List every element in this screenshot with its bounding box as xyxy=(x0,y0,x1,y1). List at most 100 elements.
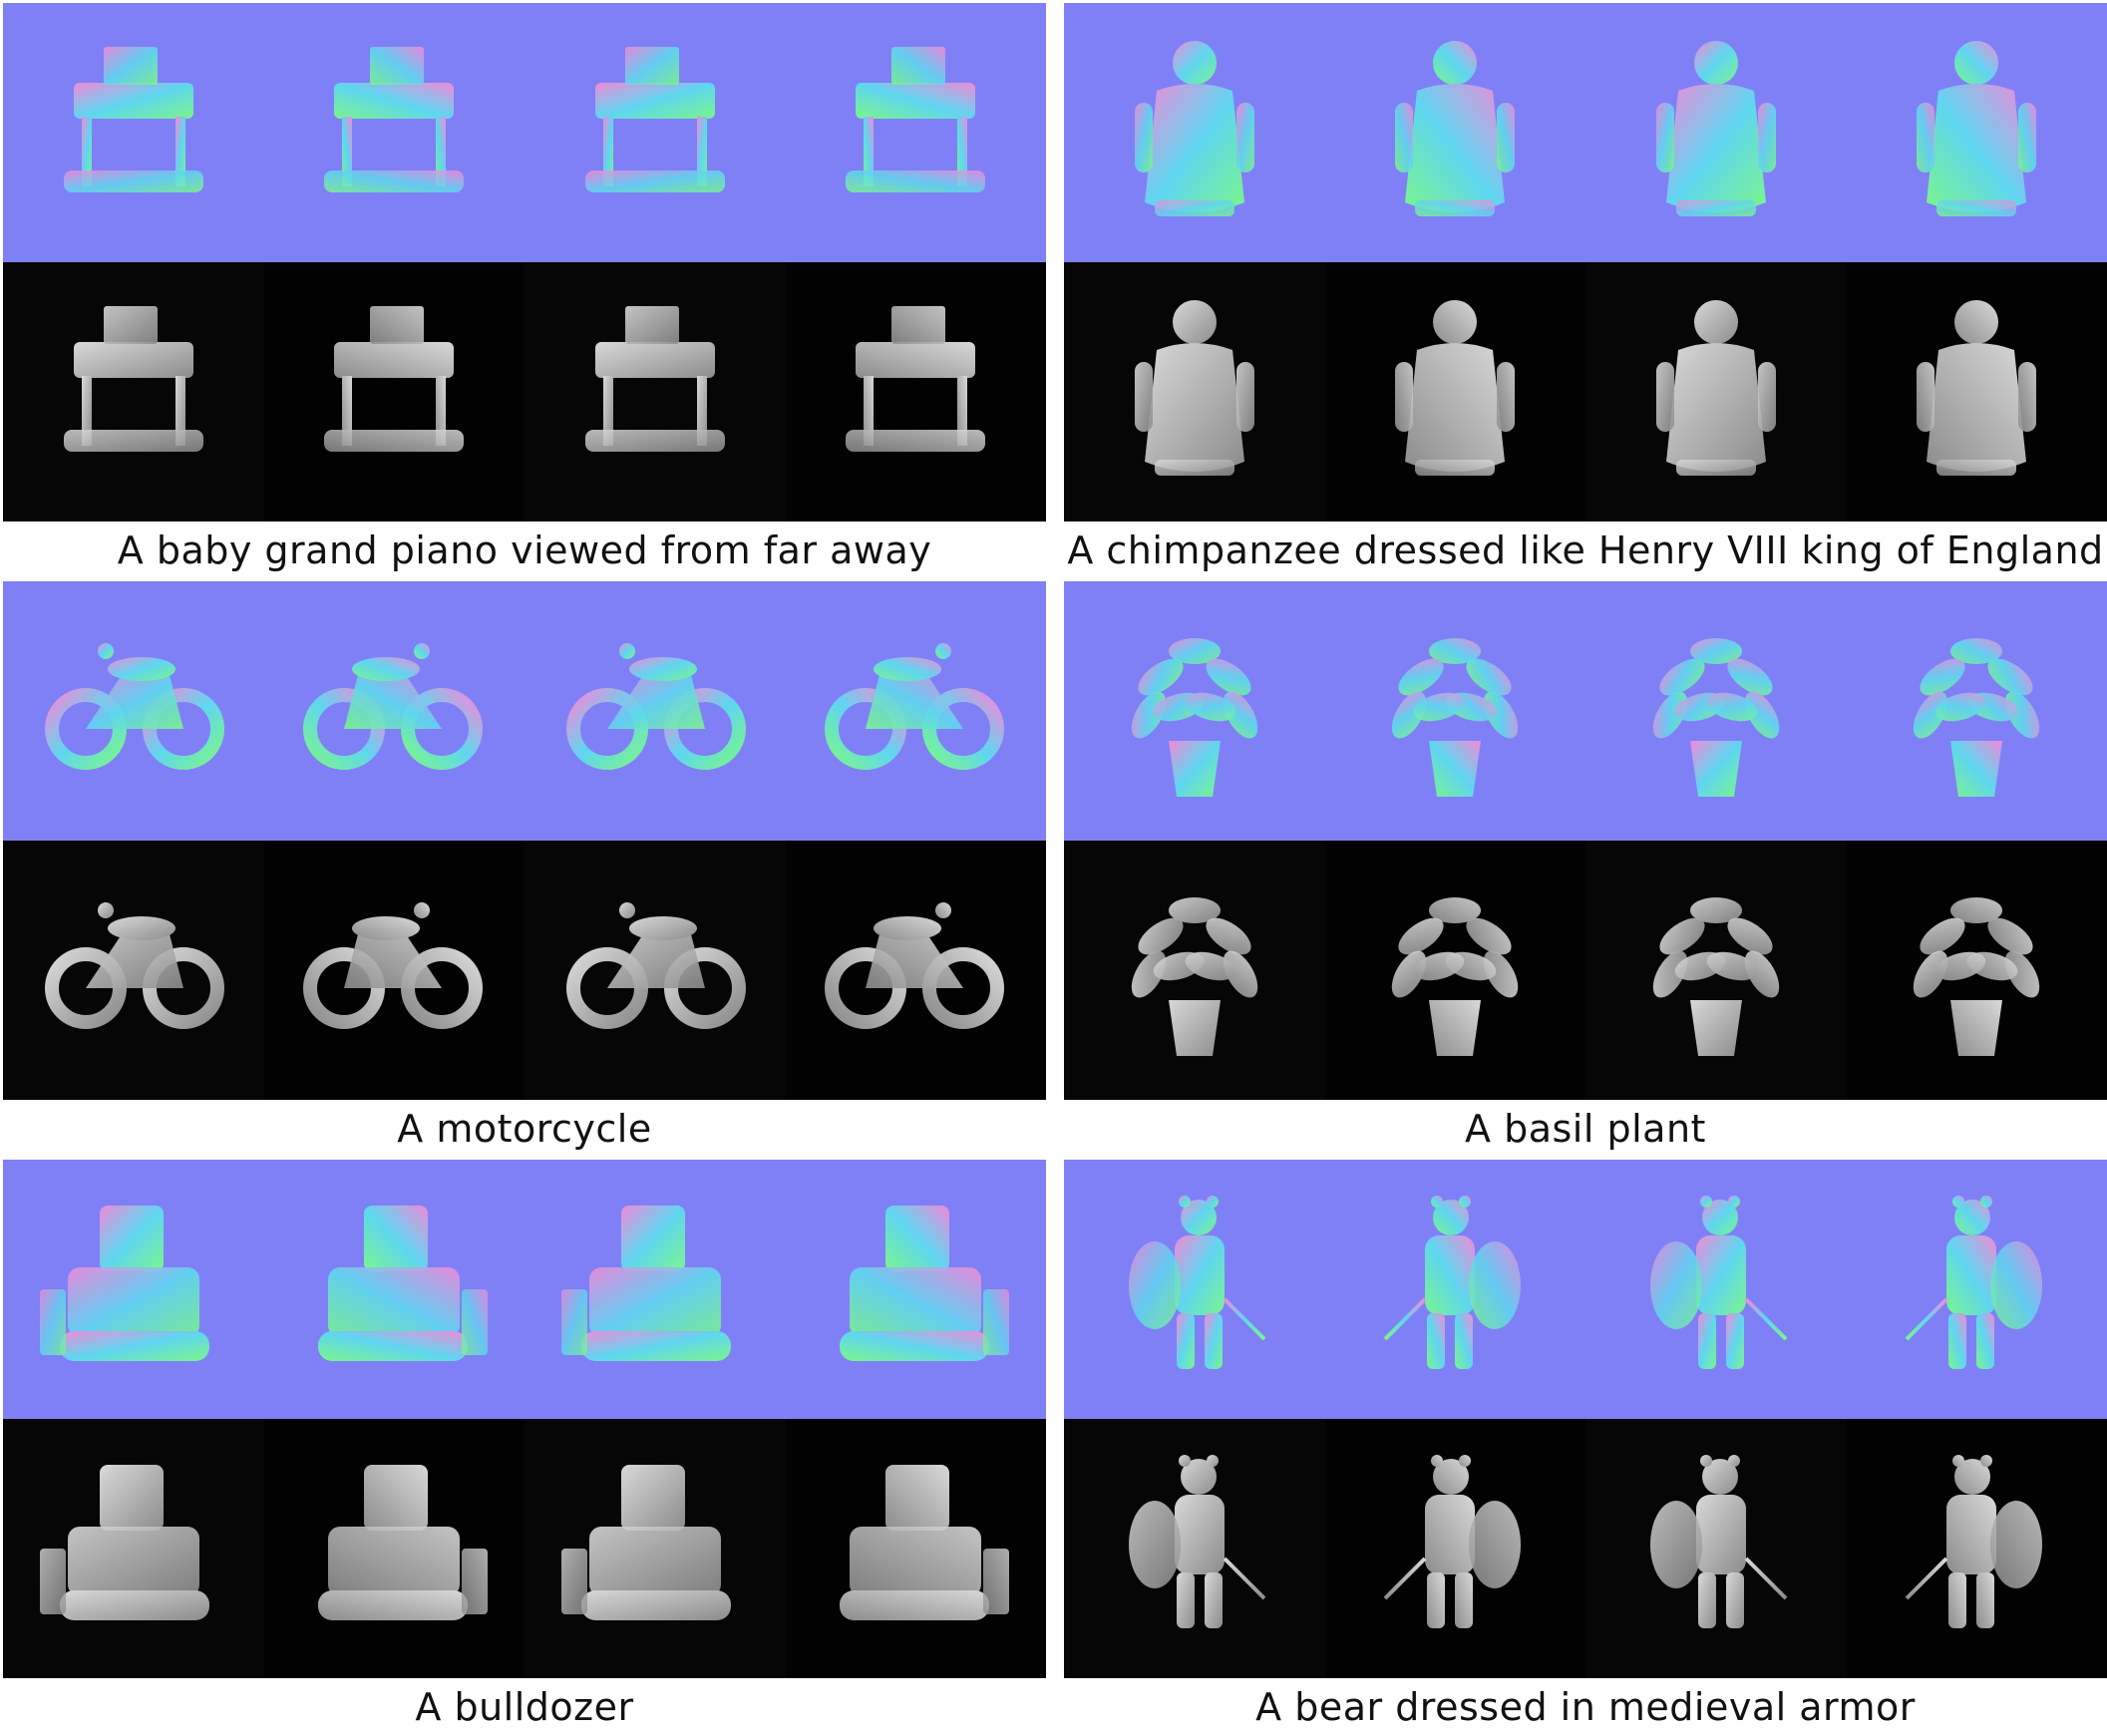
plant-depth-render xyxy=(1616,870,1816,1070)
view-3 xyxy=(1585,262,1847,521)
view-3 xyxy=(1585,1160,1847,1419)
view-1 xyxy=(3,1419,264,1678)
view-1 xyxy=(3,262,264,521)
bulldozer-normal-render xyxy=(294,1190,494,1389)
normal-map-strip xyxy=(3,581,1046,841)
view-3 xyxy=(525,3,786,262)
panel-caption: A bear dressed in medieval armor xyxy=(1064,1678,2107,1736)
view-1 xyxy=(3,841,264,1100)
motorcycle-depth-render xyxy=(34,870,233,1070)
normal-views xyxy=(3,1160,1046,1419)
normal-views xyxy=(1064,3,2107,262)
normal-map-strip xyxy=(1064,1160,2107,1419)
motorcycle-normal-render xyxy=(816,611,1015,811)
view-1 xyxy=(3,581,264,841)
bear-depth-render xyxy=(1095,1449,1294,1648)
view-3 xyxy=(525,262,786,521)
bulldozer-depth-render xyxy=(816,1449,1015,1648)
view-1 xyxy=(1064,3,1325,262)
view-4 xyxy=(1847,581,2107,841)
bulldozer-depth-render xyxy=(34,1449,233,1648)
panel-bear: A bear dressed in medieval armor xyxy=(1064,1160,2107,1736)
view-2 xyxy=(264,3,526,262)
motorcycle-depth-render xyxy=(555,870,755,1070)
chimp-normal-render xyxy=(1095,33,1294,232)
panel-caption: A chimpanzee dressed like Henry VIII kin… xyxy=(1064,521,2107,579)
panel-motorcycle: A motorcycle xyxy=(3,581,1046,1158)
depth-map-strip xyxy=(1064,841,2107,1100)
depth-views xyxy=(3,841,1046,1100)
view-4 xyxy=(786,3,1047,262)
view-1 xyxy=(1064,1160,1325,1419)
piano-normal-render xyxy=(816,33,1015,232)
chimp-normal-render xyxy=(1616,33,1816,232)
panel-bulldozer: A bulldozer xyxy=(3,1160,1046,1736)
bulldozer-depth-render xyxy=(555,1449,755,1648)
chimp-depth-render xyxy=(1355,292,1555,492)
plant-normal-render xyxy=(1877,611,2076,811)
view-4 xyxy=(1847,1160,2107,1419)
motorcycle-depth-render xyxy=(816,870,1015,1070)
plant-normal-render xyxy=(1095,611,1294,811)
view-2 xyxy=(1325,262,1586,521)
view-4 xyxy=(786,1160,1047,1419)
chimp-depth-render xyxy=(1095,292,1294,492)
bulldozer-normal-render xyxy=(555,1190,755,1389)
depth-views xyxy=(3,1419,1046,1678)
plant-depth-render xyxy=(1355,870,1555,1070)
view-4 xyxy=(786,581,1047,841)
motorcycle-normal-render xyxy=(34,611,233,811)
normal-map-strip xyxy=(3,1160,1046,1419)
piano-normal-render xyxy=(34,33,233,232)
view-2 xyxy=(264,581,526,841)
depth-views xyxy=(1064,841,2107,1100)
depth-views xyxy=(1064,262,2107,521)
bear-depth-render xyxy=(1616,1449,1816,1648)
normal-views xyxy=(1064,581,2107,841)
depth-views xyxy=(1064,1419,2107,1678)
view-2 xyxy=(1325,3,1586,262)
view-2 xyxy=(264,841,526,1100)
panel-chimpanzee: A chimpanzee dressed like Henry VIII kin… xyxy=(1064,3,2107,579)
view-1 xyxy=(1064,1419,1325,1678)
normal-views xyxy=(3,3,1046,262)
view-3 xyxy=(525,1419,786,1678)
view-1 xyxy=(3,1160,264,1419)
bear-depth-render xyxy=(1355,1449,1555,1648)
view-3 xyxy=(525,581,786,841)
bear-depth-render xyxy=(1877,1449,2076,1648)
normal-views xyxy=(3,581,1046,841)
piano-normal-render xyxy=(555,33,755,232)
plant-normal-render xyxy=(1616,611,1816,811)
depth-map-strip xyxy=(1064,262,2107,521)
bear-normal-render xyxy=(1616,1190,1816,1389)
view-4 xyxy=(786,1419,1047,1678)
bear-normal-render xyxy=(1095,1190,1294,1389)
normal-map-strip xyxy=(1064,3,2107,262)
view-4 xyxy=(1847,3,2107,262)
panel-caption: A baby grand piano viewed from far away xyxy=(3,521,1046,579)
chimp-normal-render xyxy=(1877,33,2076,232)
view-2 xyxy=(1325,1160,1586,1419)
motorcycle-normal-render xyxy=(555,611,755,811)
piano-normal-render xyxy=(294,33,494,232)
depth-map-strip xyxy=(1064,1419,2107,1678)
panel-caption: A motorcycle xyxy=(3,1100,1046,1158)
view-1 xyxy=(1064,262,1325,521)
bear-normal-render xyxy=(1877,1190,2076,1389)
view-3 xyxy=(525,1160,786,1419)
depth-map-strip xyxy=(3,841,1046,1100)
chimp-depth-render xyxy=(1877,292,2076,492)
view-2 xyxy=(264,1160,526,1419)
depth-map-strip xyxy=(3,262,1046,521)
plant-depth-render xyxy=(1877,870,2076,1070)
view-3 xyxy=(1585,581,1847,841)
piano-depth-render xyxy=(294,292,494,492)
view-4 xyxy=(786,262,1047,521)
piano-depth-render xyxy=(555,292,755,492)
bulldozer-normal-render xyxy=(816,1190,1015,1389)
plant-normal-render xyxy=(1355,611,1555,811)
view-3 xyxy=(1585,841,1847,1100)
panel-piano: A baby grand piano viewed from far away xyxy=(3,3,1046,579)
bulldozer-normal-render xyxy=(34,1190,233,1389)
